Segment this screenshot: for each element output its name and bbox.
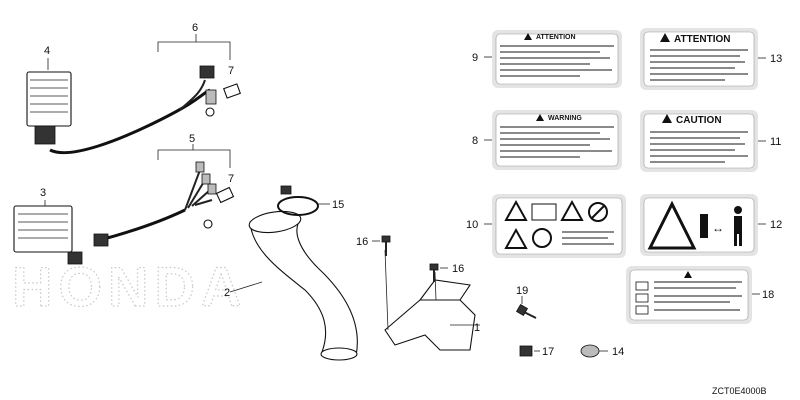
callout-19: 19 (516, 285, 528, 297)
label-11-caution[interactable] (640, 110, 766, 172)
callout-17: 17 (542, 346, 554, 358)
label-10-pictograms[interactable] (484, 194, 626, 258)
callout-12: 12 (770, 219, 782, 231)
part-19-screw[interactable] (515, 296, 537, 319)
callout-3: 3 (40, 187, 46, 199)
callout-15: 15 (332, 199, 344, 211)
callout-11: 11 (770, 136, 781, 148)
callout-5: 5 (189, 133, 195, 145)
callout-6: 6 (192, 22, 198, 34)
part-16-bolt-right[interactable] (429, 263, 448, 282)
label-8-title: WARNING (548, 115, 582, 122)
callout-4: 4 (44, 45, 50, 57)
diagram-code: ZCT0E4000B (712, 386, 767, 396)
part-16-bolt-left[interactable] (372, 235, 391, 256)
label-13-attention[interactable] (640, 28, 766, 90)
svg-text:↔: ↔ (712, 221, 724, 235)
callout-16-right: 16 (452, 263, 464, 275)
part-1-bracket[interactable] (384, 249, 480, 351)
label-9-attention[interactable] (484, 30, 622, 88)
callout-16-left: 16 (356, 236, 368, 248)
label-12-hot-surface[interactable]: ↔ (640, 194, 766, 256)
label-9-title: ATTENTION (536, 34, 576, 41)
label-11-title: CAUTION (676, 115, 722, 126)
callout-14: 14 (612, 346, 624, 358)
part-15-hose-clamp[interactable] (277, 185, 330, 216)
callout-2: 2 (224, 287, 230, 299)
callout-1: 1 (474, 322, 480, 334)
callout-18: 18 (762, 289, 774, 301)
part-4-regulator[interactable] (26, 71, 72, 145)
honda-watermark: HONDA (12, 255, 247, 318)
callout-8: 8 (472, 135, 478, 147)
part-14-grommet[interactable] (580, 344, 608, 358)
label-13-title: ATTENTION (674, 34, 730, 45)
part-6-harness[interactable] (49, 65, 241, 155)
part-2-duct-hose[interactable] (229, 208, 358, 361)
callout-7-upper: 7 (228, 65, 234, 77)
label-8-warning[interactable] (484, 110, 622, 170)
callout-10: 10 (466, 219, 478, 231)
callout-13: 13 (770, 53, 782, 65)
label-18-info[interactable] (626, 266, 760, 324)
part-17-nut[interactable] (519, 345, 540, 357)
callout-9: 9 (472, 52, 478, 64)
callout-7-lower: 7 (228, 173, 234, 185)
part-3-regulator[interactable] (13, 205, 83, 265)
part-5-harness[interactable] (93, 161, 235, 247)
